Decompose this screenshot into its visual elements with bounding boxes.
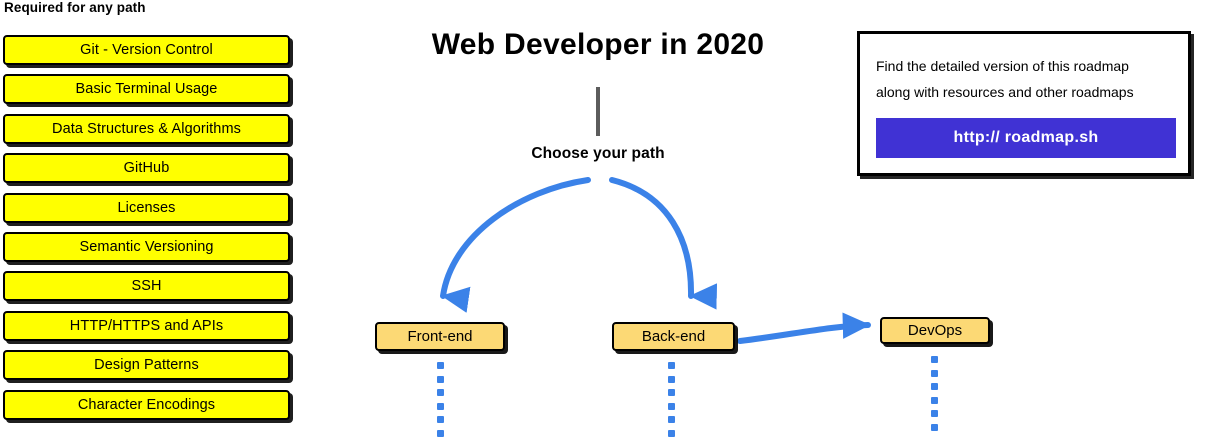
dot [931,423,938,431]
dot [931,410,938,417]
dot [437,416,444,423]
dot [668,389,675,396]
required-topic-item[interactable]: Git - Version Control [3,35,290,65]
dotted-continuation-back-end [668,362,675,443]
dot [931,356,938,363]
required-topic-item[interactable]: GitHub [3,153,290,184]
required-topic-item[interactable]: Design Patterns [3,350,290,381]
arrow-back-end-to-devops [737,312,871,344]
dot [437,402,444,410]
dot [668,429,675,437]
required-topic-label: Licenses [117,199,176,216]
required-topic-label: Git - Version Control [80,42,213,58]
path-box-back-end[interactable]: Back-end [612,322,735,351]
dot [668,362,675,369]
path-box-label: Back-end [641,328,706,345]
required-topic-label: SSH [131,278,162,295]
roadmap-link-button[interactable]: http:// roadmap.sh [876,118,1176,158]
required-topic-label: Semantic Versioning [79,238,214,255]
required-topic-item[interactable]: Character Encodings [3,389,290,420]
dot [931,396,938,404]
dotted-continuation-devops [931,356,938,437]
required-topic-item[interactable]: Licenses [3,192,290,223]
roadmap-info-card: Find the detailed version of this roadma… [857,31,1191,176]
roadmap-card-text-line1: Find the detailed version of this roadma… [876,58,1129,74]
dot [437,389,444,396]
path-box-devops[interactable]: DevOps [880,317,990,344]
roadmap-link-label: http:// roadmap.sh [953,129,1099,146]
required-topic-label: Data Structures & Algorithms [52,120,241,137]
roadmap-card-text-line2: along with resources and other roadmaps [876,84,1134,100]
path-box-label: DevOps [907,322,963,339]
dot [931,369,938,377]
dot [668,402,675,410]
dot [437,375,444,383]
dotted-continuation-front-end [437,362,444,443]
dot [668,375,675,383]
dot [437,362,444,369]
required-topic-label: Design Patterns [94,357,199,374]
required-topic-item[interactable]: Basic Terminal Usage [3,74,290,105]
title-stem-connector [596,87,600,136]
path-box-label: Front-end [407,328,473,345]
required-topic-label: Character Encodings [77,396,216,413]
dot [437,429,444,437]
required-topics-list: Git - Version Control Basic Terminal Usa… [3,35,290,429]
dot [931,383,938,390]
required-topic-item[interactable]: HTTP/HTTPS and APIs [3,310,290,341]
arrow-to-front-end [440,177,591,313]
required-topic-item[interactable]: SSH [3,271,290,302]
choose-your-path-label: Choose your path [531,145,665,162]
required-topic-item[interactable]: Semantic Versioning [3,231,290,262]
required-for-any-path-section: Required for any path Git - Version Cont… [0,0,300,436]
required-topic-item[interactable]: Data Structures & Algorithms [3,113,290,144]
required-topic-label: Basic Terminal Usage [75,81,218,98]
roadmap-card-text: Find the detailed version of this roadma… [876,53,1176,105]
path-box-front-end[interactable]: Front-end [375,322,505,351]
dot [668,416,675,423]
arrow-to-back-end [609,177,718,310]
required-topic-label: HTTP/HTTPS and APIs [69,317,224,334]
required-topic-label: GitHub [123,160,170,177]
required-section-heading: Required for any path [4,0,146,15]
page-title: Web Developer in 2020 [431,28,765,61]
